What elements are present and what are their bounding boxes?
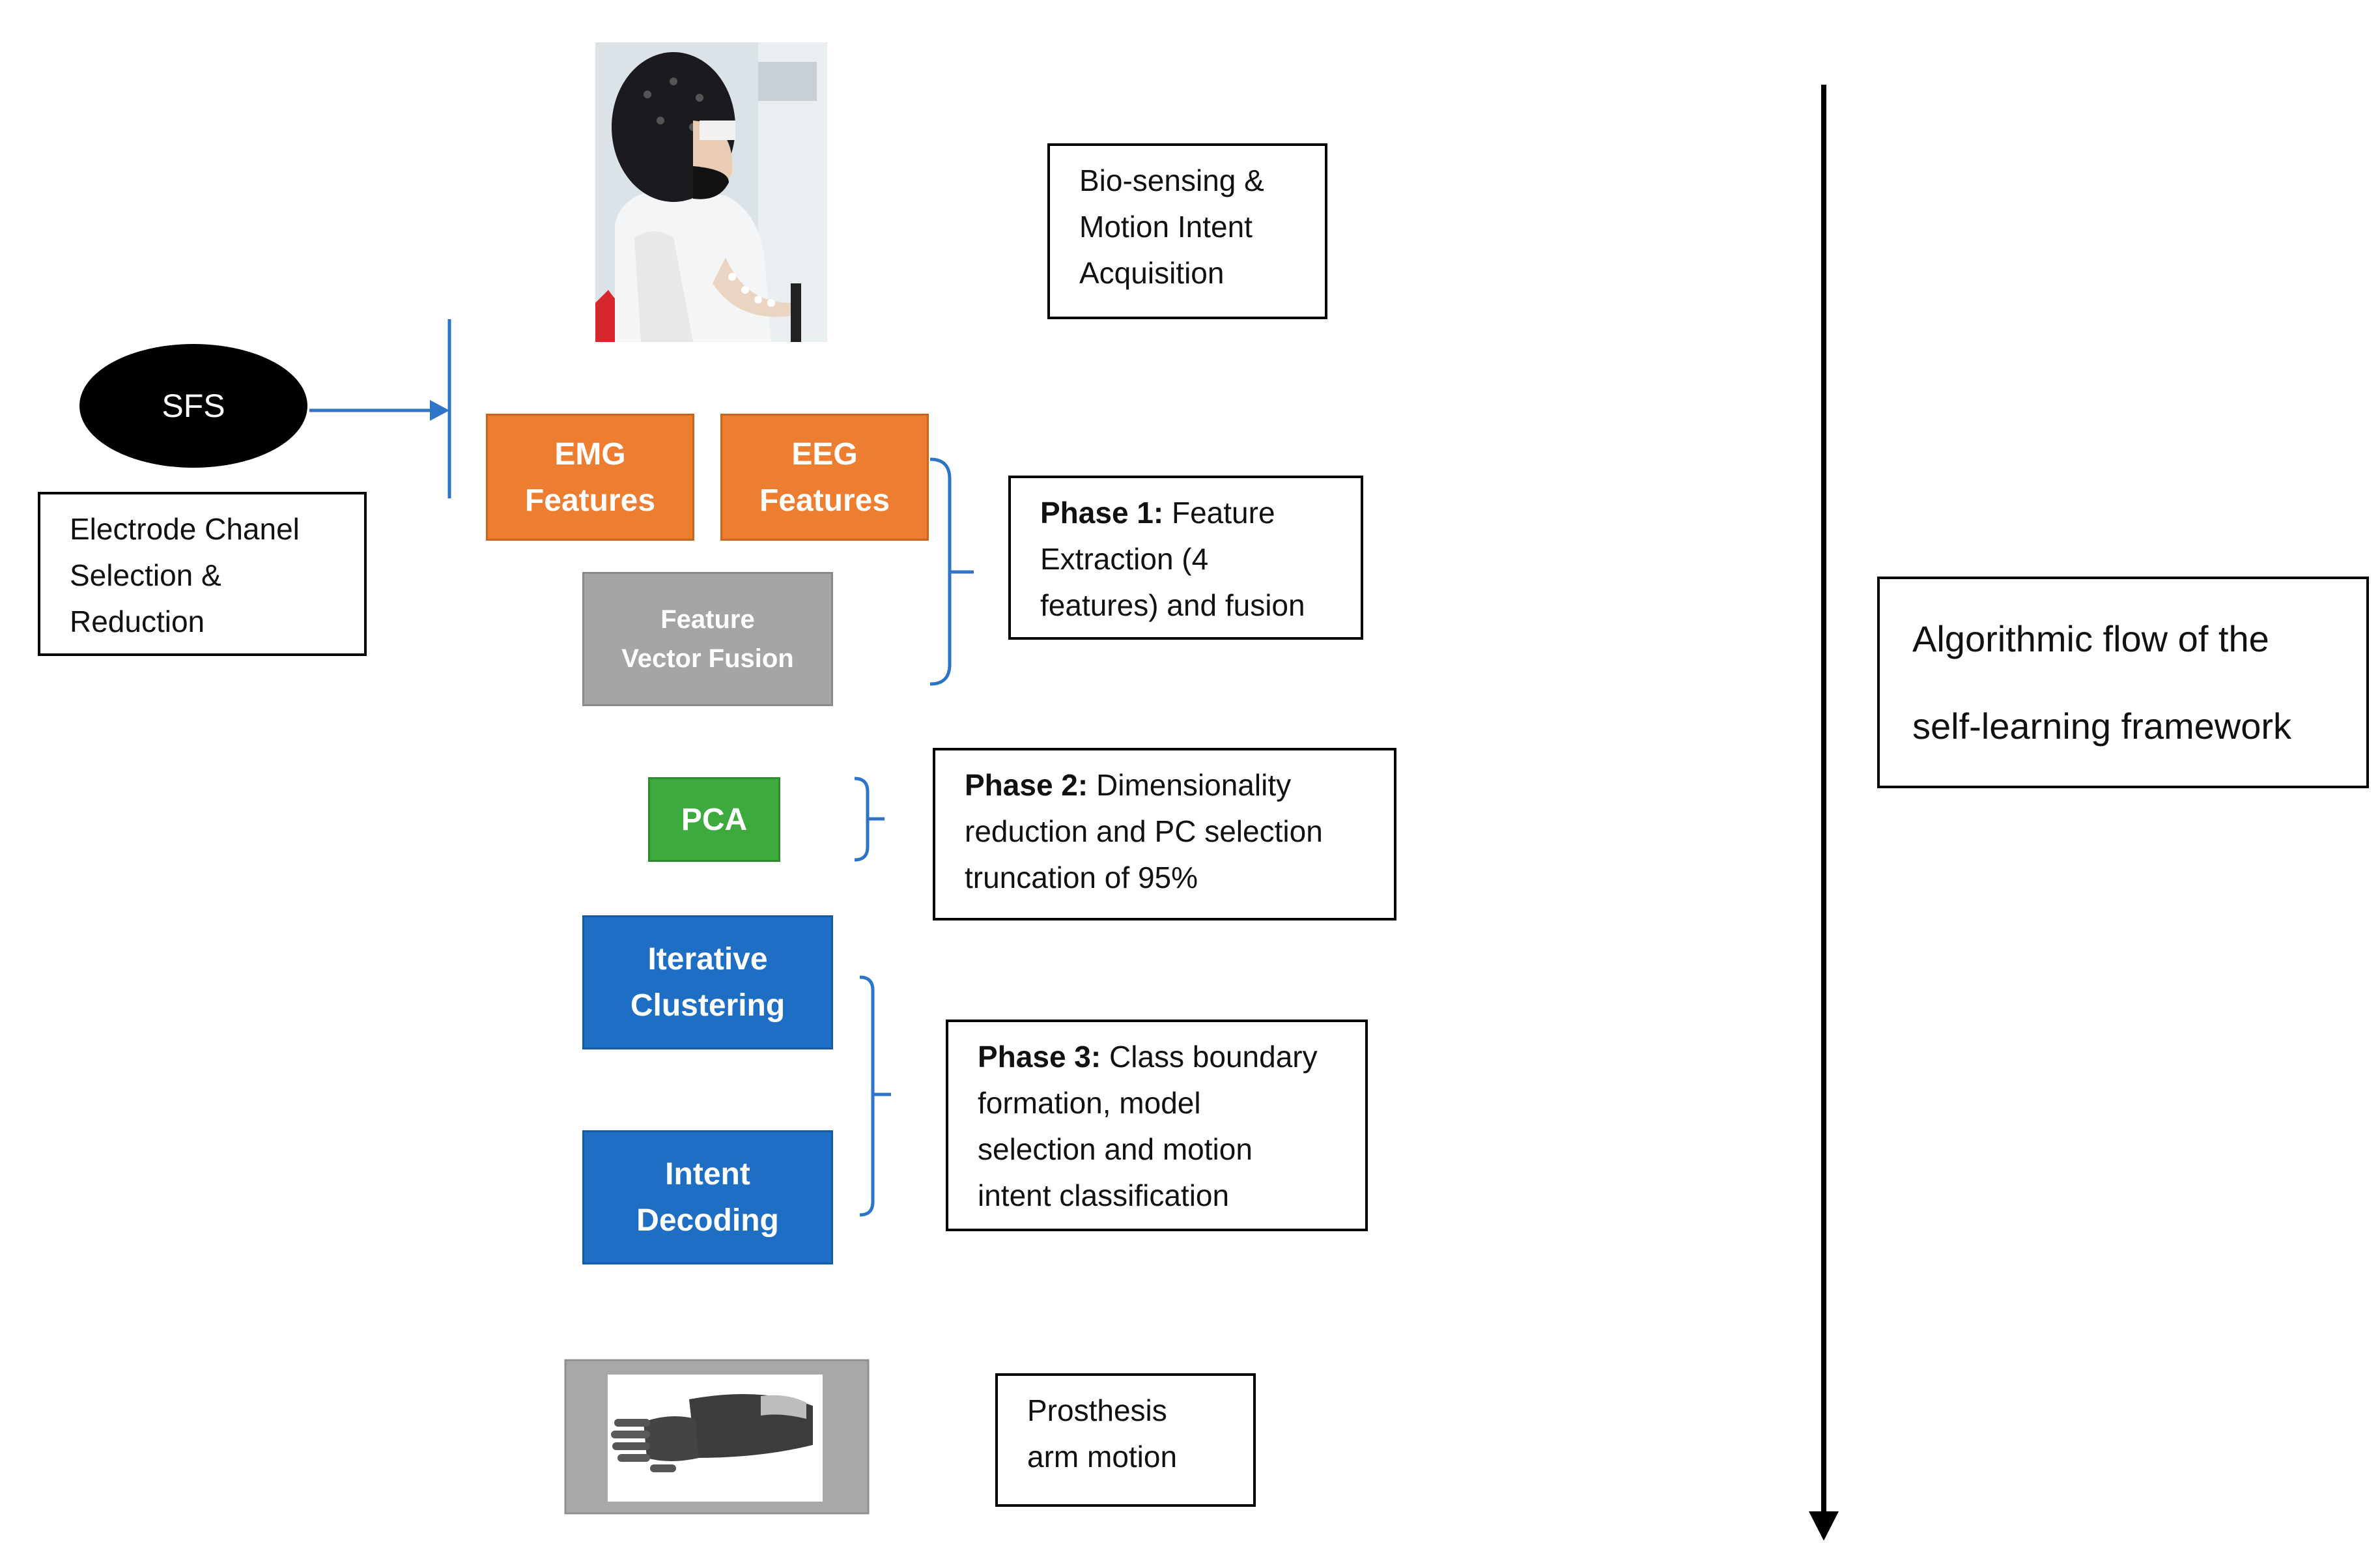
flow-line-2: self-learning framework bbox=[1912, 705, 2291, 747]
phase2-line-1: Phase 2: Dimensionality bbox=[965, 762, 1365, 808]
emg-line-1: EMG bbox=[554, 436, 626, 472]
prosthesis-photo bbox=[564, 1359, 870, 1515]
electrode-line-1: Electrode Chanel bbox=[70, 512, 300, 546]
phase1-line-2: Extraction (4 bbox=[1040, 542, 1209, 576]
phase3-line-3: selection and motion bbox=[978, 1132, 1253, 1166]
acquisition-note: Bio-sensing & Motion Intent Acquisition bbox=[1047, 143, 1327, 319]
feature-fusion-box: Feature Vector Fusion bbox=[582, 572, 833, 706]
eeg-line-2: Features bbox=[759, 483, 890, 518]
phase2-bracket bbox=[854, 777, 870, 862]
sfs-node: SFS bbox=[79, 344, 307, 468]
clustering-line-1: Iterative bbox=[647, 942, 768, 977]
prosthesis-line-2: arm motion bbox=[1027, 1440, 1178, 1474]
clustering-line-2: Clustering bbox=[630, 988, 786, 1023]
acquisition-line-2: Motion Intent bbox=[1079, 210, 1253, 244]
phase1-note: Phase 1: Feature Extraction (4 features)… bbox=[1008, 476, 1363, 640]
phase1-line-3: features) and fusion bbox=[1040, 588, 1305, 622]
electrode-line-2: Selection & bbox=[70, 558, 221, 592]
flow-note: Algorithmic flow of the self-learning fr… bbox=[1877, 577, 2369, 788]
phase1-bracket bbox=[929, 457, 952, 686]
emg-line-2: Features bbox=[524, 483, 656, 518]
phase1-title-rest: Feature bbox=[1163, 496, 1275, 530]
eeg-line-1: EEG bbox=[791, 436, 858, 472]
pca-box: PCA bbox=[648, 777, 780, 862]
electrode-line-3: Reduction bbox=[70, 605, 205, 638]
phase3-line-2: formation, model bbox=[978, 1086, 1201, 1120]
pca-label: PCA bbox=[681, 802, 748, 837]
phase2-note: Phase 2: Dimensionality reduction and PC… bbox=[933, 748, 1396, 920]
prosthesis-line-1: Prosthesis bbox=[1027, 1393, 1167, 1427]
decoding-line-2: Decoding bbox=[636, 1203, 779, 1238]
iterative-clustering-box: Iterative Clustering bbox=[582, 915, 833, 1049]
electrode-note: Electrode Chanel Selection & Reduction bbox=[38, 492, 367, 656]
sfs-label: SFS bbox=[162, 388, 225, 424]
acquisition-line-3: Acquisition bbox=[1079, 256, 1225, 290]
phase1-line-1: Phase 1: Feature bbox=[1040, 490, 1331, 536]
fusion-line-1: Feature bbox=[660, 605, 755, 634]
sfs-arrow-head bbox=[430, 400, 449, 421]
phase3-bracket bbox=[859, 975, 875, 1217]
acquisition-line-1: Bio-sensing & bbox=[1079, 164, 1264, 197]
phase2-title-rest: Dimensionality bbox=[1088, 768, 1292, 802]
eeg-features-box: EEG Features bbox=[720, 414, 929, 541]
phase2-line-3: truncation of 95% bbox=[965, 861, 1198, 894]
phase3-title: Phase 3: bbox=[978, 1040, 1101, 1074]
flow-arrow-head bbox=[1809, 1511, 1839, 1541]
flow-line-1: Algorithmic flow of the bbox=[1912, 618, 2269, 659]
subject-photo bbox=[595, 42, 827, 342]
fusion-line-2: Vector Fusion bbox=[621, 644, 794, 673]
phase3-line-1: Phase 3: Class boundary bbox=[978, 1034, 1336, 1080]
intent-decoding-box: Intent Decoding bbox=[582, 1130, 833, 1264]
prosthesis-note: Prosthesis arm motion bbox=[995, 1373, 1256, 1507]
emg-features-box: EMG Features bbox=[486, 414, 694, 541]
phase3-title-rest: Class boundary bbox=[1101, 1040, 1318, 1074]
phase3-note: Phase 3: Class boundary formation, model… bbox=[946, 1020, 1368, 1231]
phase3-line-4: intent classification bbox=[978, 1178, 1230, 1212]
phase1-title: Phase 1: bbox=[1040, 496, 1164, 530]
decoding-line-1: Intent bbox=[665, 1157, 750, 1191]
phase2-title: Phase 2: bbox=[965, 768, 1088, 802]
phase2-line-2: reduction and PC selection bbox=[965, 814, 1323, 848]
